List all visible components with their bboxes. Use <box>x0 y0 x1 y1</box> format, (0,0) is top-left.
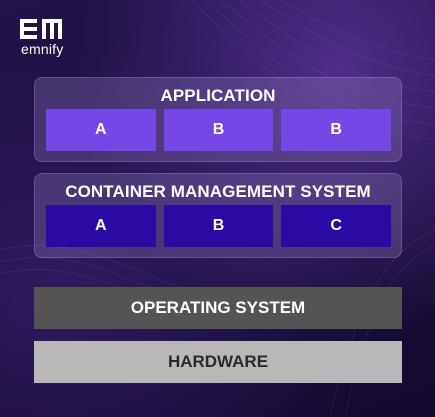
hardware-layer: HARDWARE <box>34 341 402 383</box>
application-box-1: A <box>46 109 156 151</box>
container-management-title: CONTAINER MANAGEMENT SYSTEM <box>65 182 371 201</box>
hardware-label: HARDWARE <box>167 352 269 371</box>
application-title: APPLICATION <box>160 86 276 105</box>
application-layer: APPLICATION A B B <box>34 77 402 162</box>
emnify-logo: emnify <box>20 18 70 60</box>
operating-system-label: OPERATING SYSTEM <box>130 298 306 317</box>
container-management-layer: CONTAINER MANAGEMENT SYSTEM A B C <box>34 173 402 258</box>
emnify-logo-mark <box>20 19 62 39</box>
container-boxes: A B C <box>46 205 392 247</box>
application-box-3: B <box>281 109 392 151</box>
logo-wordmark: emnify <box>21 41 64 57</box>
container-box-1: A <box>46 205 156 247</box>
operating-system-layer: OPERATING SYSTEM <box>34 287 402 329</box>
application-box-2: B <box>163 109 274 151</box>
application-boxes: A B B <box>46 109 392 151</box>
container-box-3: C <box>281 205 392 247</box>
container-box-2: B <box>163 205 274 247</box>
